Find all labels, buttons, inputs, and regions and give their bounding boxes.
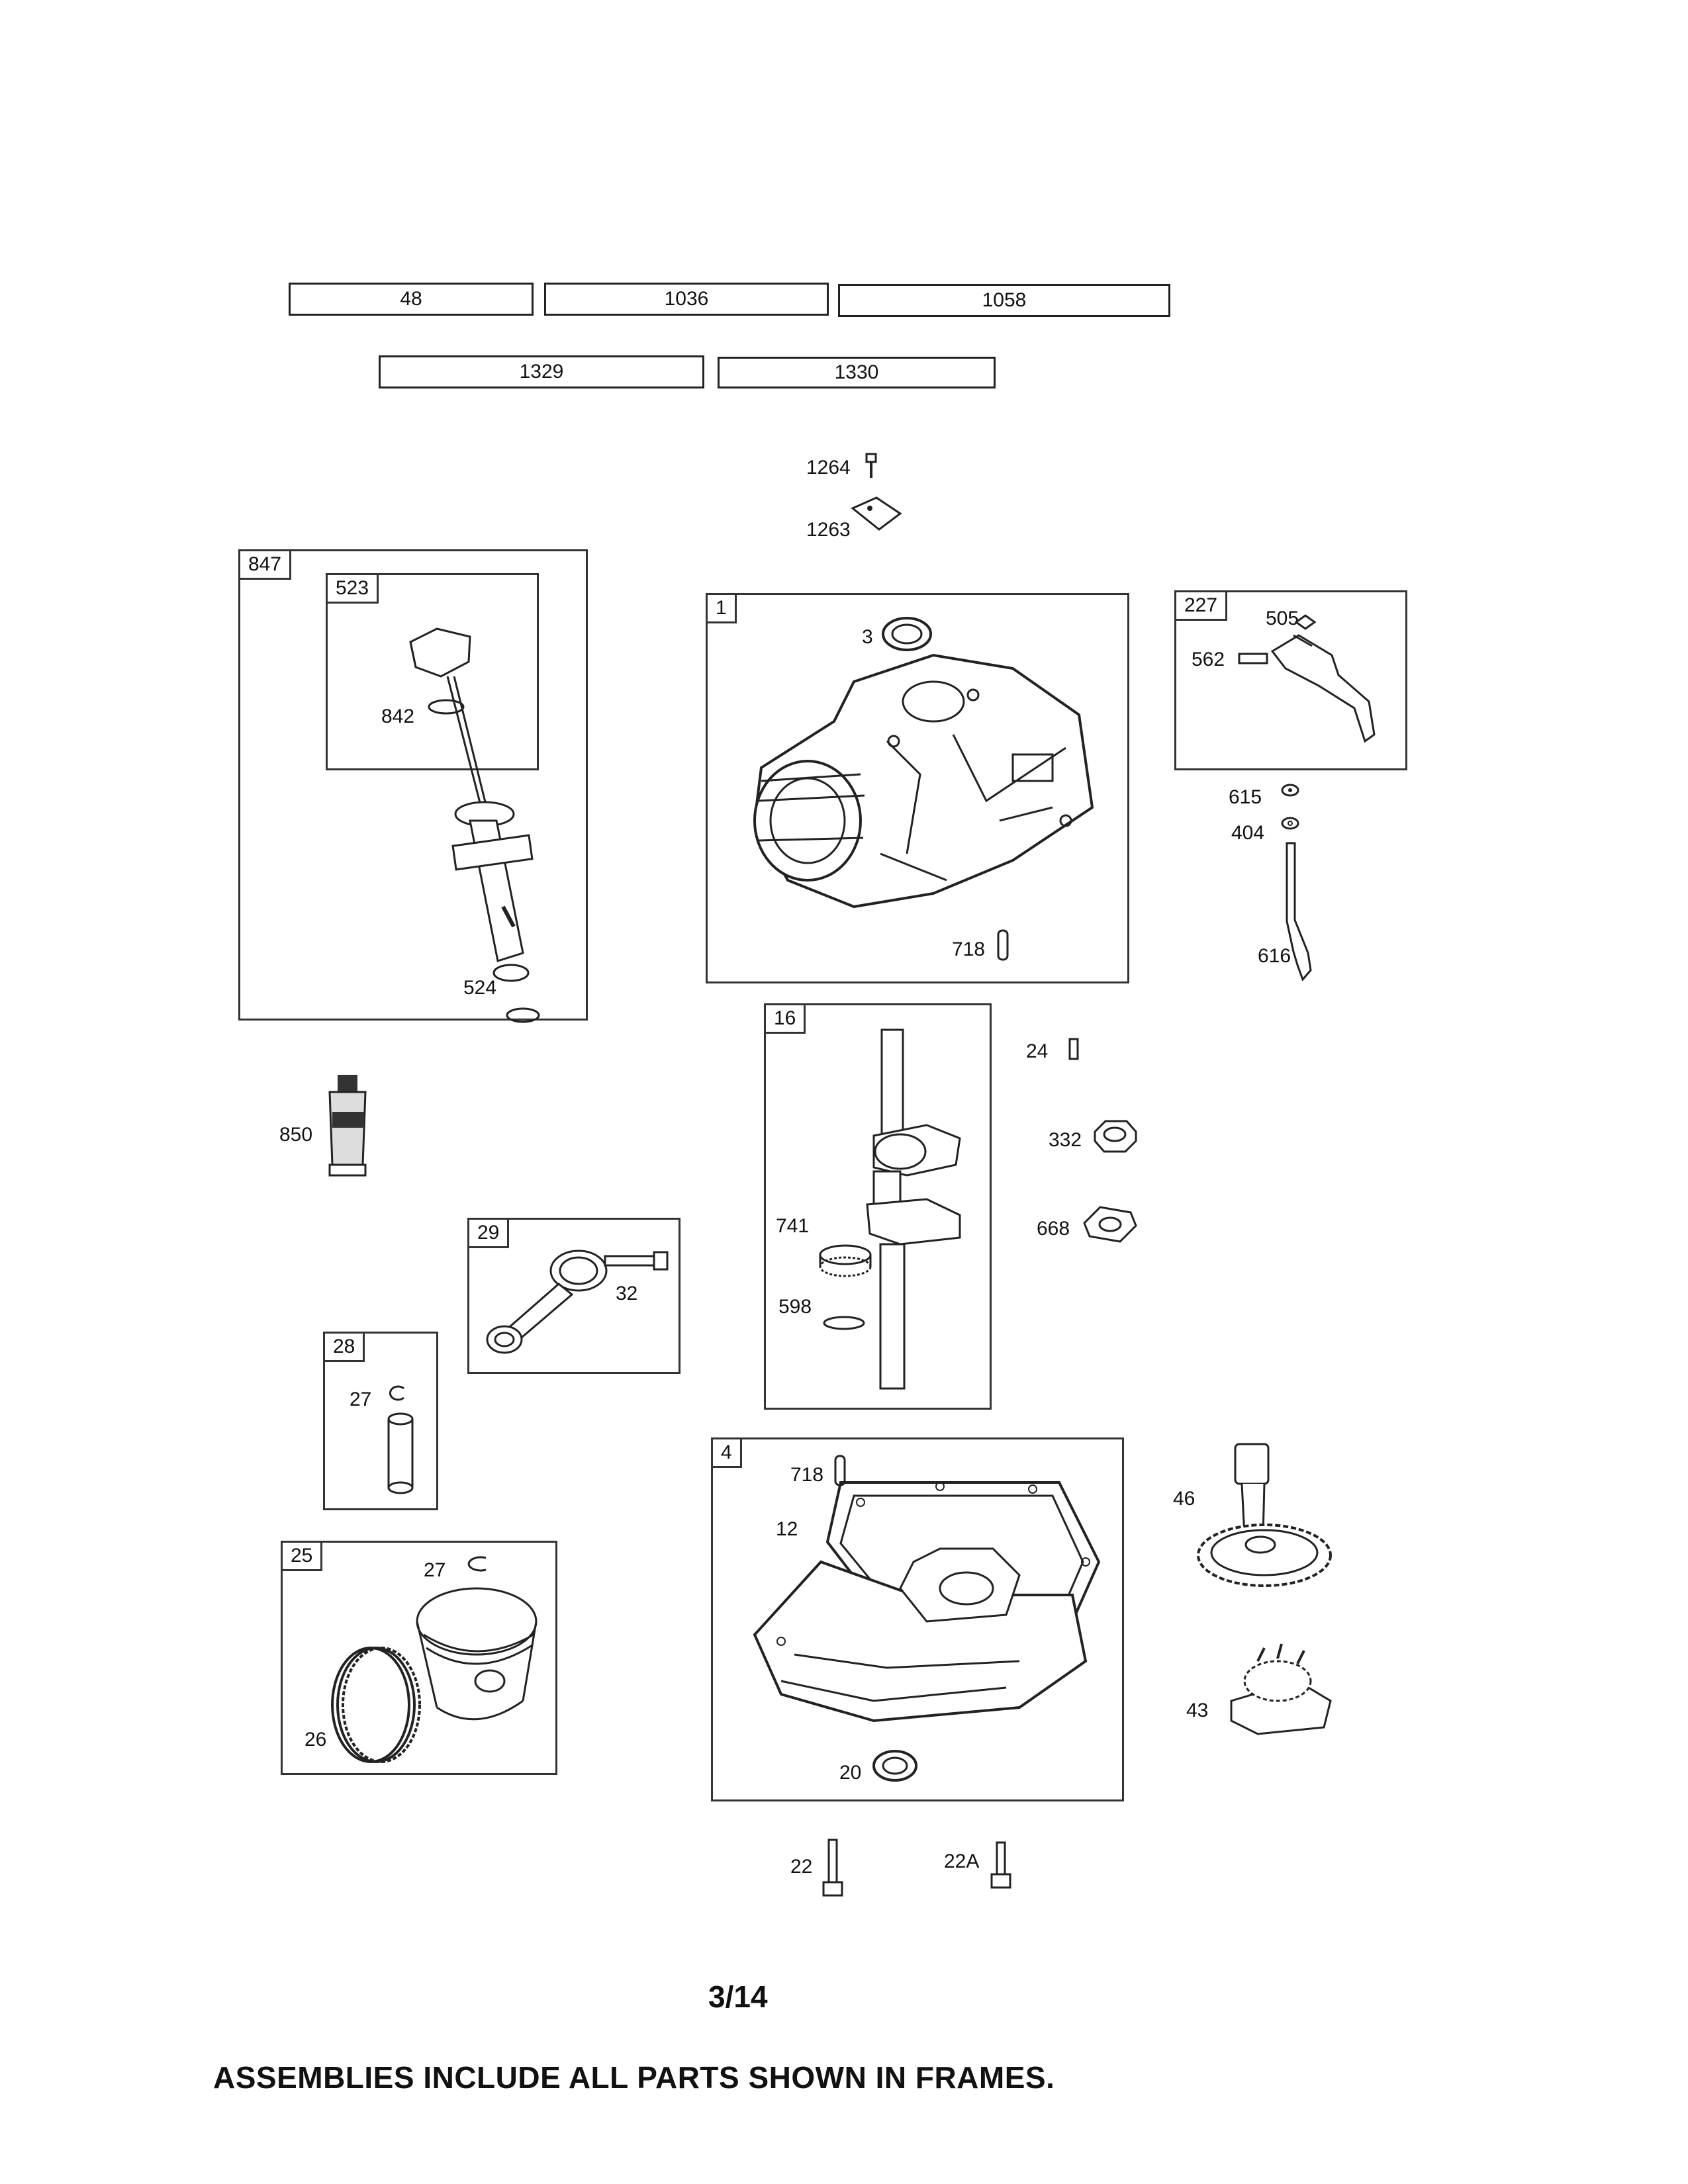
- frame-29-label: 29: [469, 1220, 510, 1248]
- callout-718-bottom: 718: [790, 1464, 824, 1486]
- frame-4: 4: [711, 1437, 1124, 1801]
- callout-741: 741: [776, 1215, 810, 1237]
- callout-46: 46: [1173, 1488, 1196, 1510]
- screw-1264-icon: [862, 453, 882, 480]
- frame-227-label: 227: [1176, 592, 1228, 621]
- ref-box-1330: 1330: [718, 357, 996, 388]
- ref-box-1058: 1058: [838, 284, 1170, 317]
- callout-616: 616: [1258, 945, 1291, 967]
- callout-718-top: 718: [952, 938, 986, 960]
- page-number: 3/14: [708, 1979, 768, 2014]
- callout-3: 3: [862, 626, 873, 648]
- key-598-icon: [821, 1313, 867, 1333]
- piston-pin-28-icon: [384, 1411, 417, 1497]
- nut-332-icon: [1090, 1116, 1140, 1156]
- crankshaft-16-icon: [854, 1026, 973, 1396]
- retainer-27-pin-icon: [384, 1383, 408, 1403]
- dipstick-assembly-icon: [397, 622, 569, 1019]
- washer-668-icon: [1080, 1203, 1140, 1246]
- retainer-27-piston-icon: [459, 1554, 492, 1574]
- ref-box-1329: 1329: [379, 355, 704, 388]
- frame-523-label: 523: [328, 575, 379, 604]
- camshaft-46-icon: [1192, 1436, 1337, 1608]
- frame-28: 28: [323, 1332, 438, 1510]
- footer-note: ASSEMBLIES INCLUDE ALL PARTS SHOWN IN FR…: [213, 2060, 1055, 2095]
- callout-22a: 22A: [944, 1850, 980, 1872]
- callout-332: 332: [1049, 1129, 1082, 1151]
- callout-615: 615: [1229, 786, 1262, 808]
- frame-227: 227: [1174, 590, 1407, 770]
- piston-25-icon: [410, 1582, 543, 1741]
- bracket-1263-icon: [850, 495, 903, 532]
- callout-524: 524: [463, 977, 497, 999]
- frame-28-label: 28: [325, 1334, 365, 1362]
- callout-562: 562: [1192, 649, 1225, 670]
- callout-20: 20: [839, 1762, 862, 1784]
- callout-26: 26: [305, 1729, 327, 1751]
- frame-847-label: 847: [240, 551, 292, 580]
- bolt-22a-icon: [989, 1840, 1013, 1893]
- piston-rings-26-icon: [324, 1641, 424, 1767]
- callout-598: 598: [778, 1296, 812, 1318]
- gear-741-icon: [816, 1242, 875, 1279]
- bolt-32-icon: [604, 1251, 670, 1271]
- washer-404-icon: [1280, 815, 1300, 831]
- frame-25: 25: [281, 1541, 557, 1775]
- seal-3-icon: [880, 615, 933, 653]
- callout-505: 505: [1266, 608, 1299, 629]
- dowel-pin-718-top-icon: [996, 929, 1011, 962]
- crankcase-1-icon: [735, 642, 1105, 920]
- callout-24: 24: [1026, 1040, 1049, 1062]
- callout-27-pin: 27: [350, 1388, 372, 1410]
- sump-4-icon: [741, 1463, 1112, 1741]
- ref-box-48: 48: [289, 283, 534, 316]
- seal-20-icon: [871, 1747, 919, 1784]
- callout-43: 43: [1186, 1700, 1209, 1721]
- callout-32: 32: [616, 1283, 638, 1304]
- frame-1-label: 1: [708, 595, 737, 623]
- frame-25-label: 25: [283, 1543, 323, 1571]
- callout-22: 22: [790, 1856, 813, 1878]
- sealant-tube-850-icon: [322, 1075, 375, 1178]
- callout-850: 850: [279, 1124, 313, 1146]
- frame-1: 1: [706, 593, 1129, 983]
- governor-43-icon: [1218, 1635, 1337, 1741]
- callout-668: 668: [1037, 1218, 1070, 1240]
- callout-1263: 1263: [806, 519, 851, 541]
- callout-404: 404: [1231, 822, 1265, 844]
- ref-box-1036: 1036: [544, 283, 829, 316]
- callout-12: 12: [776, 1518, 798, 1540]
- callout-842: 842: [381, 705, 415, 727]
- frame-847: 847: [238, 549, 588, 1021]
- key-24-icon: [1066, 1036, 1082, 1063]
- frame-29: 29: [467, 1218, 680, 1374]
- frame-523: 523: [326, 573, 539, 770]
- governor-shaft-616-icon: [1271, 841, 1331, 986]
- frame-16-label: 16: [766, 1005, 806, 1034]
- frame-4-label: 4: [713, 1439, 742, 1468]
- callout-27-piston: 27: [424, 1559, 446, 1581]
- bolt-22-icon: [821, 1837, 845, 1901]
- frame-16: 16: [764, 1003, 992, 1410]
- nut-615-icon: [1280, 782, 1300, 798]
- governor-lever-227-icon: [1233, 609, 1391, 754]
- connecting-rod-29-icon: [479, 1244, 612, 1363]
- callout-1264: 1264: [806, 457, 851, 478]
